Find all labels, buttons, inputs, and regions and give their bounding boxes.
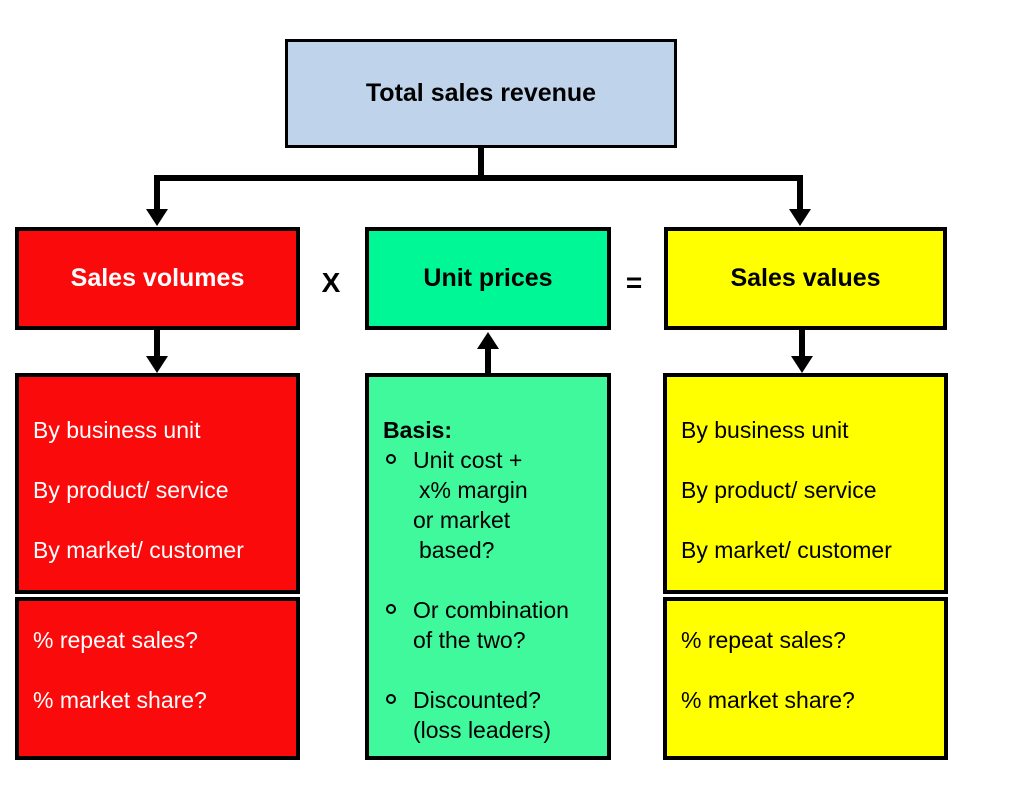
- sales-values-label: Sales values: [730, 264, 881, 292]
- breakdown-item: By business unit: [681, 417, 849, 443]
- breakdown-item: By market/ customer: [33, 537, 244, 563]
- question-item: % repeat sales?: [33, 627, 198, 653]
- basis-title: Basis:: [383, 417, 453, 443]
- basis-bullet-item: Discounted?: [383, 685, 603, 715]
- branch-right-drop-line: [797, 175, 803, 211]
- spacer: [383, 655, 603, 685]
- basis-bullet-item: Or combination: [383, 595, 603, 625]
- volumes-questions-box: % repeat sales? % market share?: [15, 597, 300, 760]
- basis-continuation-line: of the two?: [413, 627, 526, 653]
- basis-continuation-line: (loss leaders): [413, 717, 552, 743]
- question-item: % market share?: [681, 687, 855, 713]
- question-item: % market share?: [33, 687, 207, 713]
- branch-left-drop-line: [154, 175, 160, 211]
- arrowhead-down-to-volumes: [146, 209, 168, 226]
- pricing-basis-box: Basis: Unit cost + x% margin or market b…: [365, 373, 611, 760]
- circle-bullet-icon: [386, 694, 396, 704]
- basis-bullet-item: Unit cost +: [383, 445, 603, 475]
- unit-prices-box: Unit prices: [365, 227, 611, 330]
- values-questions-box: % repeat sales? % market share?: [663, 597, 948, 760]
- prices-up-line: [485, 348, 491, 373]
- total-sales-revenue-label: Total sales revenue: [365, 79, 597, 107]
- basis-bullet-text: Or combination: [413, 597, 569, 623]
- arrowhead-down-to-volumes-breakdown: [146, 356, 168, 373]
- volumes-down-line: [154, 330, 160, 357]
- sales-values-box: Sales values: [664, 227, 947, 330]
- volumes-breakdown-box: By business unit By product/ service By …: [15, 373, 300, 594]
- values-down-line: [799, 330, 805, 357]
- branch-stem-line: [478, 147, 484, 181]
- breakdown-item: By product/ service: [33, 477, 229, 503]
- total-sales-revenue-box: Total sales revenue: [285, 39, 677, 148]
- circle-bullet-icon: [386, 604, 396, 614]
- sales-volumes-label: Sales volumes: [70, 264, 245, 292]
- multiply-operator: X: [321, 267, 341, 298]
- arrowhead-down-to-values: [789, 209, 811, 226]
- basis-continuation-line: x% margin: [419, 477, 528, 503]
- values-breakdown-box: By business unit By product/ service By …: [663, 373, 948, 594]
- sales-volumes-box: Sales volumes: [15, 227, 300, 330]
- breakdown-item: By market/ customer: [681, 537, 892, 563]
- basis-continuation-line: or market: [413, 507, 511, 533]
- basis-bullet-text: Unit cost +: [413, 447, 523, 473]
- breakdown-item: By product/ service: [681, 477, 877, 503]
- question-item: % repeat sales?: [681, 627, 846, 653]
- spacer: [383, 565, 603, 595]
- basis-continuation-line: based?: [419, 537, 495, 563]
- unit-prices-label: Unit prices: [423, 264, 553, 292]
- equals-operator: =: [625, 267, 643, 298]
- circle-bullet-icon: [386, 454, 396, 464]
- arrowhead-up-to-unit-prices: [477, 332, 499, 349]
- arrowhead-down-to-values-breakdown: [791, 356, 813, 373]
- breakdown-item: By business unit: [33, 417, 201, 443]
- branch-horizontal-line: [154, 175, 803, 181]
- basis-bullet-text: Discounted?: [413, 687, 541, 713]
